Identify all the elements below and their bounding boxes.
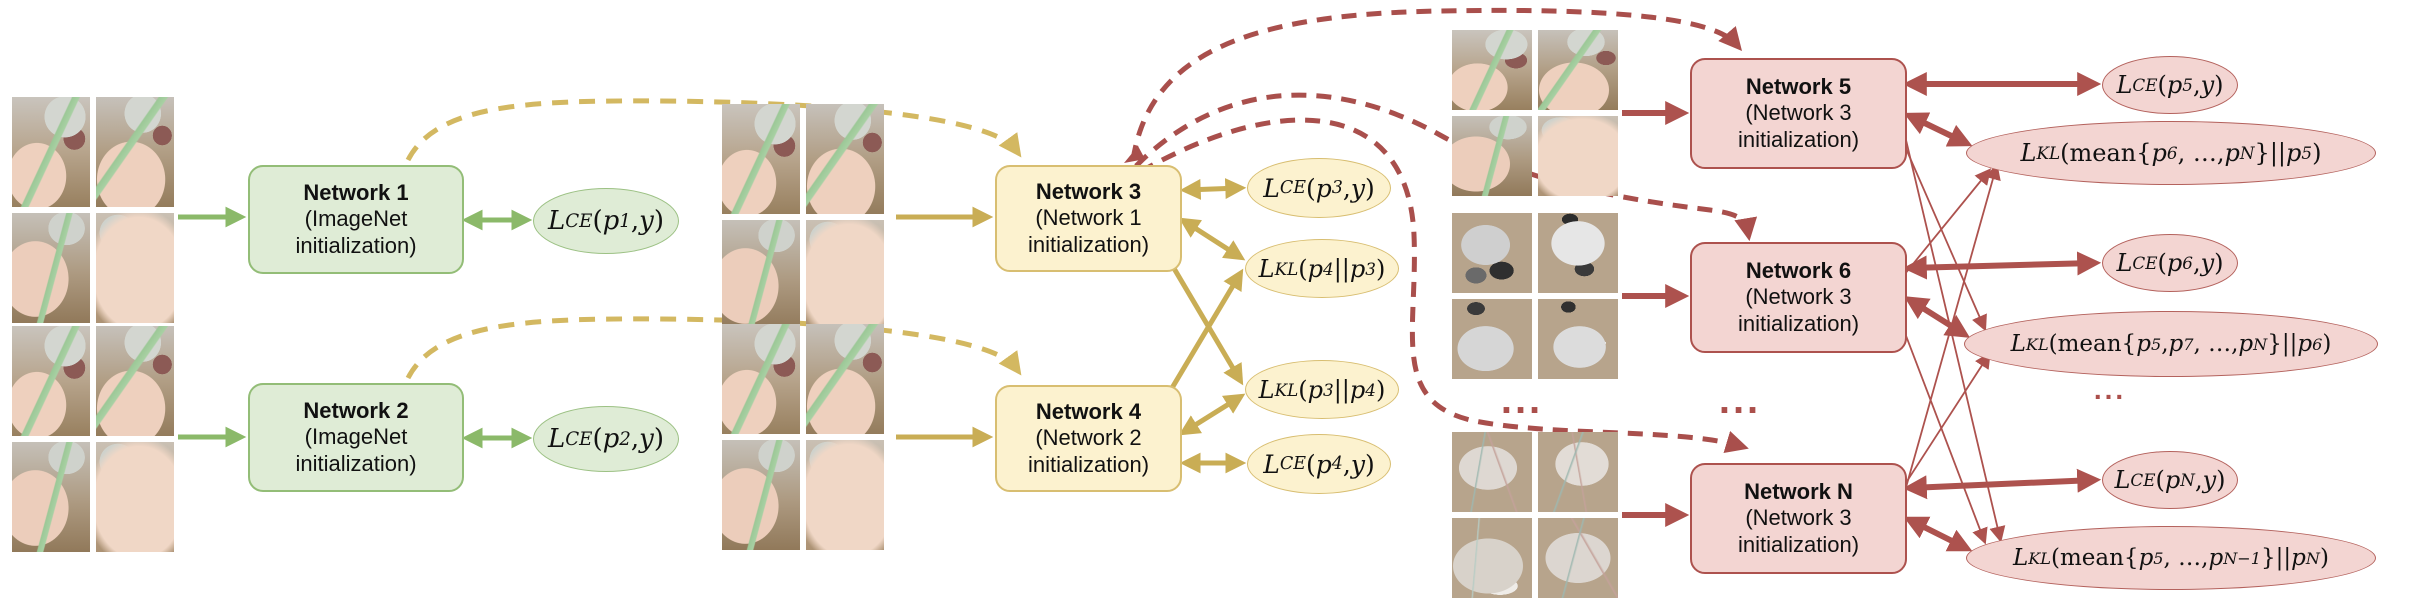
network-6-box: Network 6 (Network 3 initialization) [1690,242,1907,353]
modality-frame [1452,432,1532,512]
network-title: Network 5 [1745,73,1852,99]
modality-frame [1538,432,1618,512]
flow-frame [1538,299,1618,379]
arrow-netN-to-kl6 [1899,351,1991,493]
video-frame [96,442,174,552]
network-title: Network 4 [1035,398,1142,424]
video-frame [722,324,800,434]
ellipsis-losses: ... [2093,374,2127,405]
video-frames-network2 [12,326,174,552]
modality-frame [1452,518,1532,598]
arrow-net3-ce3 [1179,178,1247,200]
network-subtitle: (Network 3 initialization) [1737,100,1860,152]
video-frame [12,213,90,323]
arrow-net6-kl6 [1903,296,1971,338]
video-frame [806,104,884,214]
network-5-box: Network 5 (Network 3 initialization) [1690,58,1907,169]
arrow-net6-ce6 [1902,251,2102,280]
video-frame [722,104,800,214]
dashed-net3-to-net6 [1134,92,1758,242]
modality-frames-networkN [1452,432,1618,598]
arrow-net5-kl5 [1903,112,1973,147]
ellipsis-networks: ... [1718,378,1762,422]
dashed-net3-to-netN [1138,117,1749,454]
network-1-box: Network 1 (ImageNet initialization) [248,165,464,274]
flow-frame [1452,299,1532,379]
dashed-net1-to-net3 [405,98,1022,162]
video-frame [96,213,174,323]
video-frames-network5 [1452,30,1618,196]
arrow-net5-to-kl6 [1899,134,1987,332]
red-dashed-curves [1130,7,1758,454]
video-frame [12,442,90,552]
dashed-net2-to-net4 [405,316,1022,380]
arrow-net6-to-kl5 [1899,168,1992,281]
arrow-net3-kl43 [1178,217,1246,261]
video-frame [722,440,800,550]
video-frames-network4 [722,324,884,550]
network-subtitle: (Network 3 initialization) [1737,505,1860,557]
dashed-net3-to-net5 [1130,7,1743,161]
arrow-netN-klN [1903,516,1973,552]
arrow-netN-ceN [1902,468,2102,500]
modality-frame [1538,518,1618,598]
video-frames-network1 [12,97,174,323]
video-frame [12,326,90,436]
video-frame [1538,30,1618,110]
network-4-box: Network 4 (Network 2 initialization) [995,385,1182,492]
network-title: Network 2 [303,397,409,423]
network-title: Network 1 [303,179,409,205]
video-frame [12,97,90,207]
video-frame [96,326,174,436]
video-frame [1452,116,1532,196]
video-frame [1538,116,1618,196]
yellow-dashed-curves [405,98,1022,380]
arrow-net3-to-kl34 [1169,263,1244,386]
network-title: Network 3 [1035,178,1142,204]
network-2-box: Network 2 (ImageNet initialization) [248,383,464,492]
video-frame [1452,30,1532,110]
network-subtitle: (Network 2 initialization) [1027,425,1150,477]
network-N-box: Network N (Network 3 initialization) [1690,463,1907,574]
network-subtitle: (Network 1 initialization) [1027,205,1150,257]
flow-frame [1452,213,1532,293]
video-frames-network3 [722,104,884,330]
video-frame [806,220,884,330]
ellipsis-frames: ... [1500,378,1544,422]
network-subtitle: (ImageNet initialization) [295,424,417,476]
arrow-net4-kl34 [1178,393,1246,436]
video-frame [96,97,174,207]
network-subtitle: (Network 3 initialization) [1737,284,1860,336]
flow-frame [1538,213,1618,293]
flow-frames-network6 [1452,213,1618,379]
network-subtitle: (ImageNet initialization) [295,206,417,258]
arrow-net4-to-kl43 [1169,268,1244,390]
network-3-box: Network 3 (Network 1 initialization) [995,165,1182,272]
network-title: Network N [1744,478,1853,504]
video-frame [806,440,884,550]
network-title: Network 6 [1745,257,1852,283]
dashed-arrowhead-into-net3 [1124,146,1145,163]
video-frame [806,324,884,434]
video-frame [722,220,800,330]
